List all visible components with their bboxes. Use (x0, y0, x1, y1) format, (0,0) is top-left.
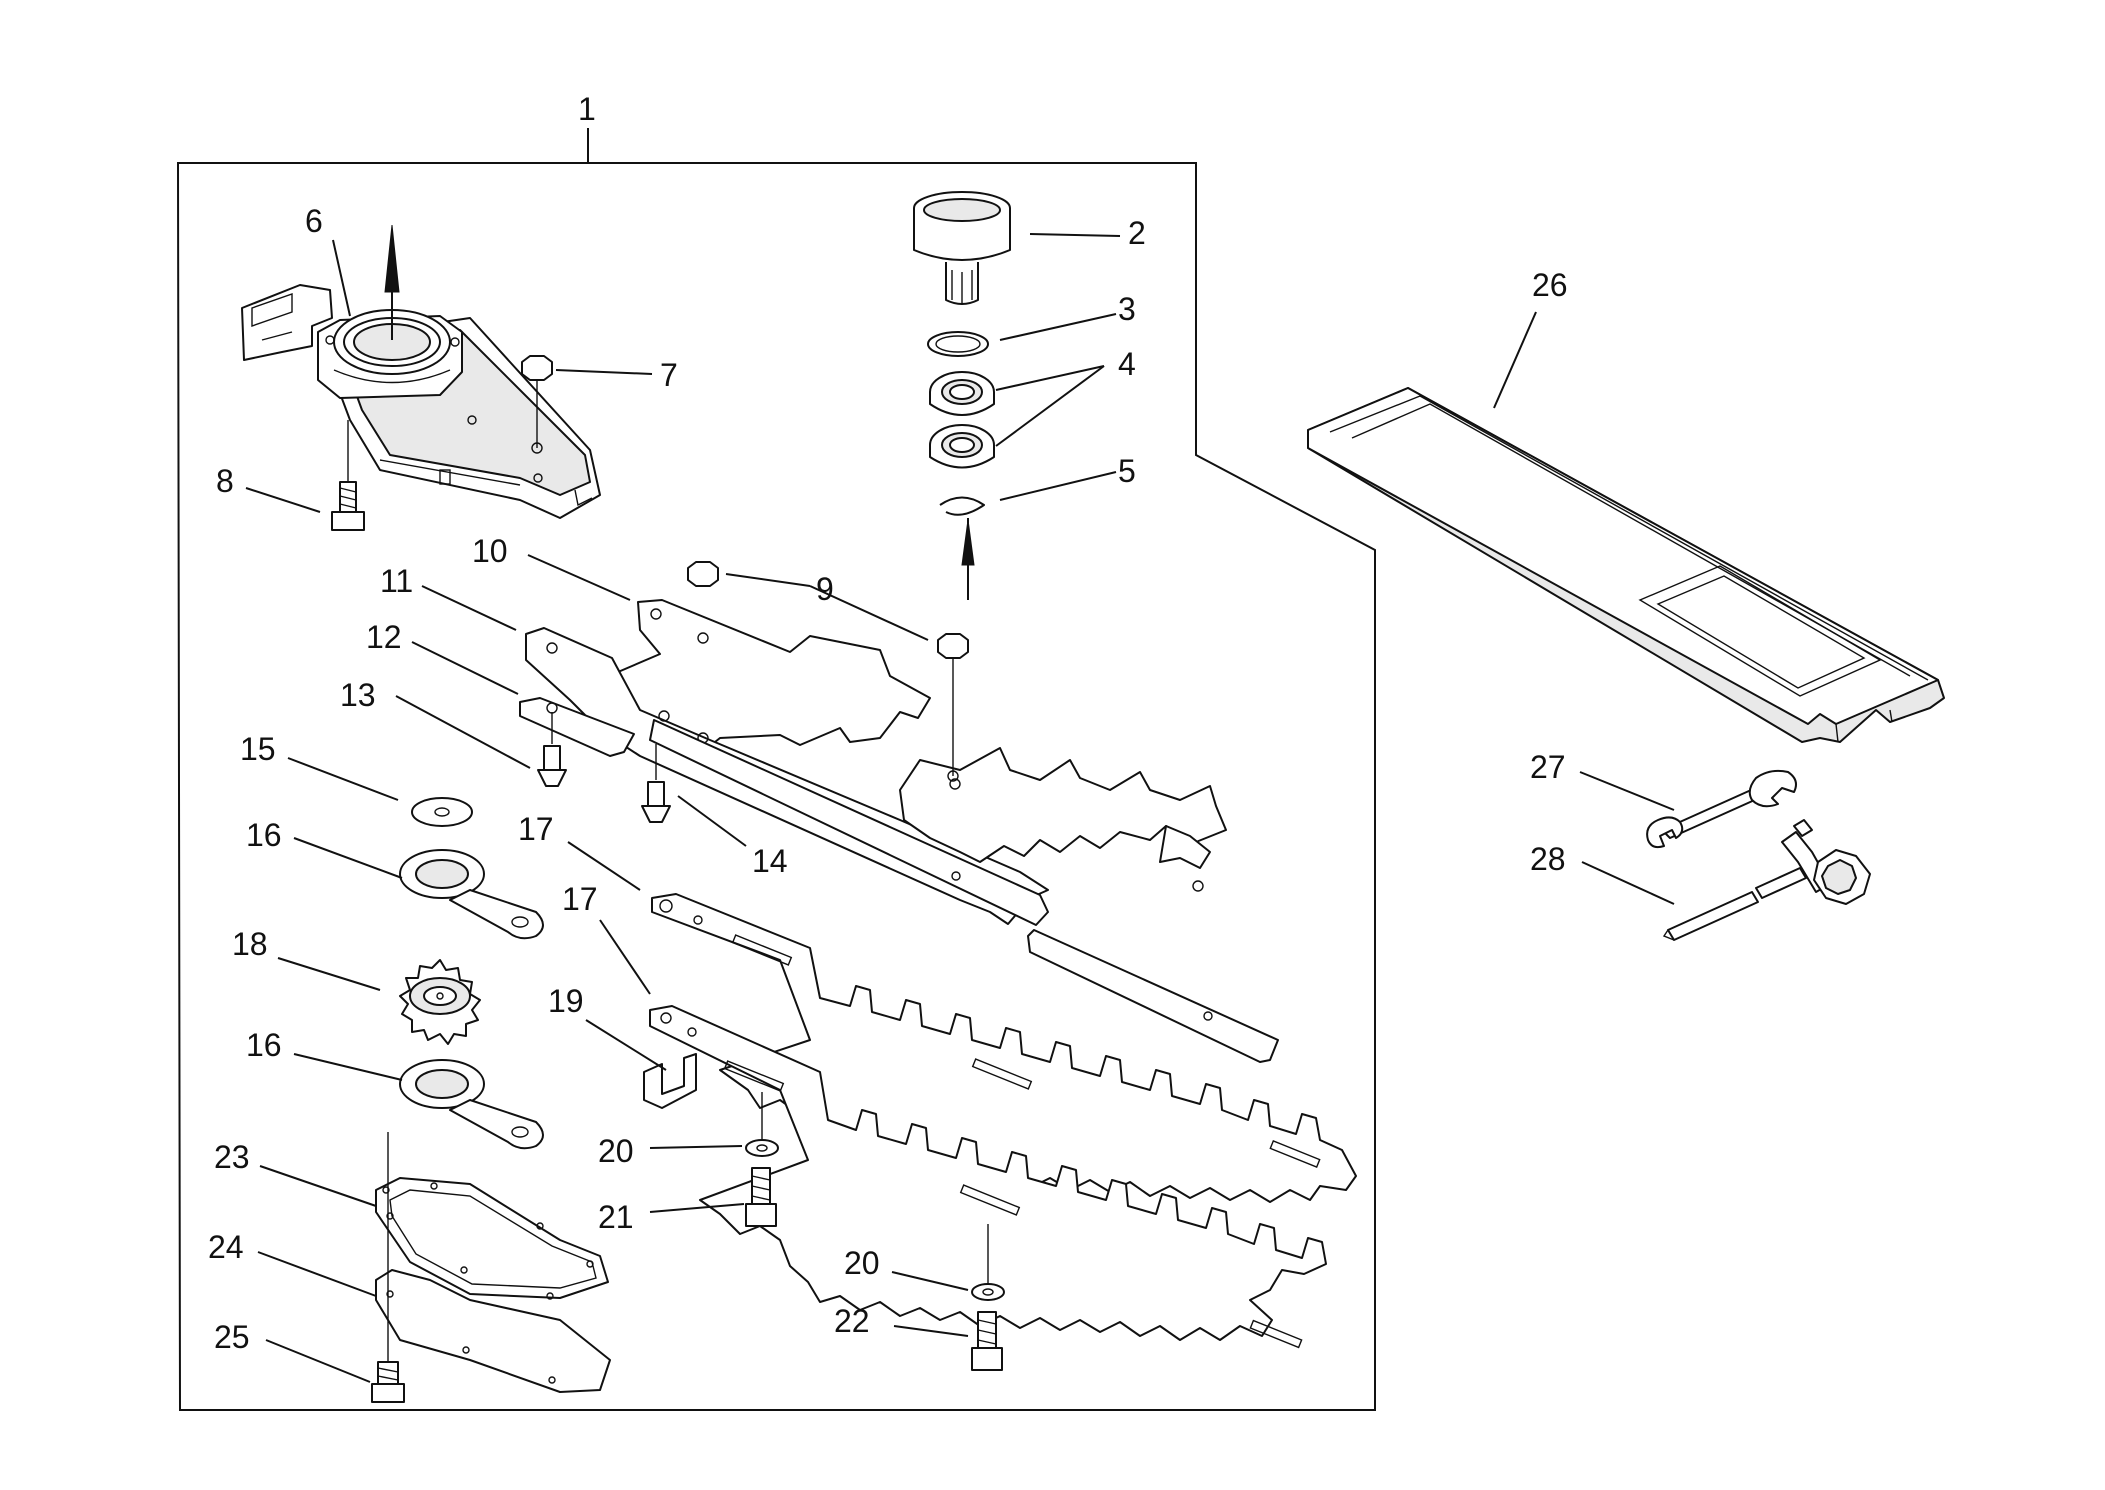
callout-19: 19 (548, 983, 584, 1019)
circlip-upper (927, 331, 989, 357)
callout-25: 25 (214, 1319, 250, 1355)
callout-16b: 16 (246, 1027, 282, 1063)
callout-17a: 17 (518, 811, 554, 847)
washer-15 (411, 797, 473, 827)
arrow-up-icon-2 (961, 518, 975, 600)
callout-14: 14 (752, 843, 788, 879)
callout-13: 13 (340, 677, 376, 713)
callout-26: 26 (1532, 267, 1568, 303)
ball-bearing-lower (929, 424, 995, 469)
screw-25 (371, 1132, 405, 1403)
screw-14 (641, 744, 671, 823)
callout-3: 3 (1118, 291, 1136, 327)
bolt-22 (971, 1311, 1003, 1371)
callout-5: 5 (1118, 453, 1136, 489)
callout-6: 6 (305, 203, 323, 239)
callout-27: 27 (1530, 749, 1566, 785)
assembly-boundary (176, 162, 1376, 1411)
spacer-19 (643, 1053, 697, 1109)
connecting-rod-lower (399, 1059, 544, 1150)
nut-7 (521, 355, 553, 454)
wrench-27 (1646, 769, 1797, 849)
washer-20a (745, 1092, 779, 1157)
cover-24 (375, 1269, 611, 1393)
callout-4: 4 (1118, 346, 1136, 382)
callout-22: 22 (834, 1303, 870, 1339)
gasket-23 (375, 1177, 609, 1300)
arrow-up-icon (384, 224, 400, 340)
blade-cover-26 (1307, 387, 1945, 743)
callout-16a: 16 (246, 817, 282, 853)
circlip-lower (939, 496, 985, 516)
callout-28: 28 (1530, 841, 1566, 877)
ball-bearing-upper (929, 371, 995, 416)
callout-12: 12 (366, 619, 402, 655)
callout-18: 18 (232, 926, 268, 962)
pinion-gear (913, 191, 1011, 305)
nut-9a (687, 561, 719, 587)
callout-9: 9 (816, 571, 834, 607)
gear-case (241, 284, 601, 519)
callout-17b: 17 (562, 881, 598, 917)
callout-11: 11 (380, 563, 413, 599)
screw-13 (537, 712, 567, 787)
callout-8: 8 (216, 463, 234, 499)
lower-bar (649, 719, 1279, 1063)
callout-7: 7 (660, 357, 678, 393)
callout-1: 1 (578, 91, 596, 127)
nut-9b (937, 633, 969, 782)
crank-gear-18 (399, 959, 481, 1045)
callout-2: 2 (1128, 215, 1146, 251)
callout-15: 15 (240, 731, 276, 767)
connecting-rod-upper (399, 849, 544, 940)
callout-21: 21 (598, 1199, 634, 1235)
leader-lines (245, 233, 1675, 1383)
blade-17-lower (649, 1005, 1327, 1349)
callout-24: 24 (208, 1229, 244, 1265)
callout-23: 23 (214, 1139, 250, 1175)
callout-10: 10 (472, 533, 508, 569)
callout-20a: 20 (598, 1133, 634, 1169)
box-wrench-28 (1662, 819, 1871, 941)
bolt-21 (745, 1167, 777, 1227)
callout-numbers: 1 2 3 4 5 6 7 8 9 10 11 12 13 14 15 16 1… (208, 91, 1568, 1355)
bolt-8 (331, 420, 365, 531)
blade-upper-11-teeth (899, 747, 1227, 892)
washer-20b (971, 1224, 1005, 1301)
callout-20b: 20 (844, 1245, 880, 1281)
